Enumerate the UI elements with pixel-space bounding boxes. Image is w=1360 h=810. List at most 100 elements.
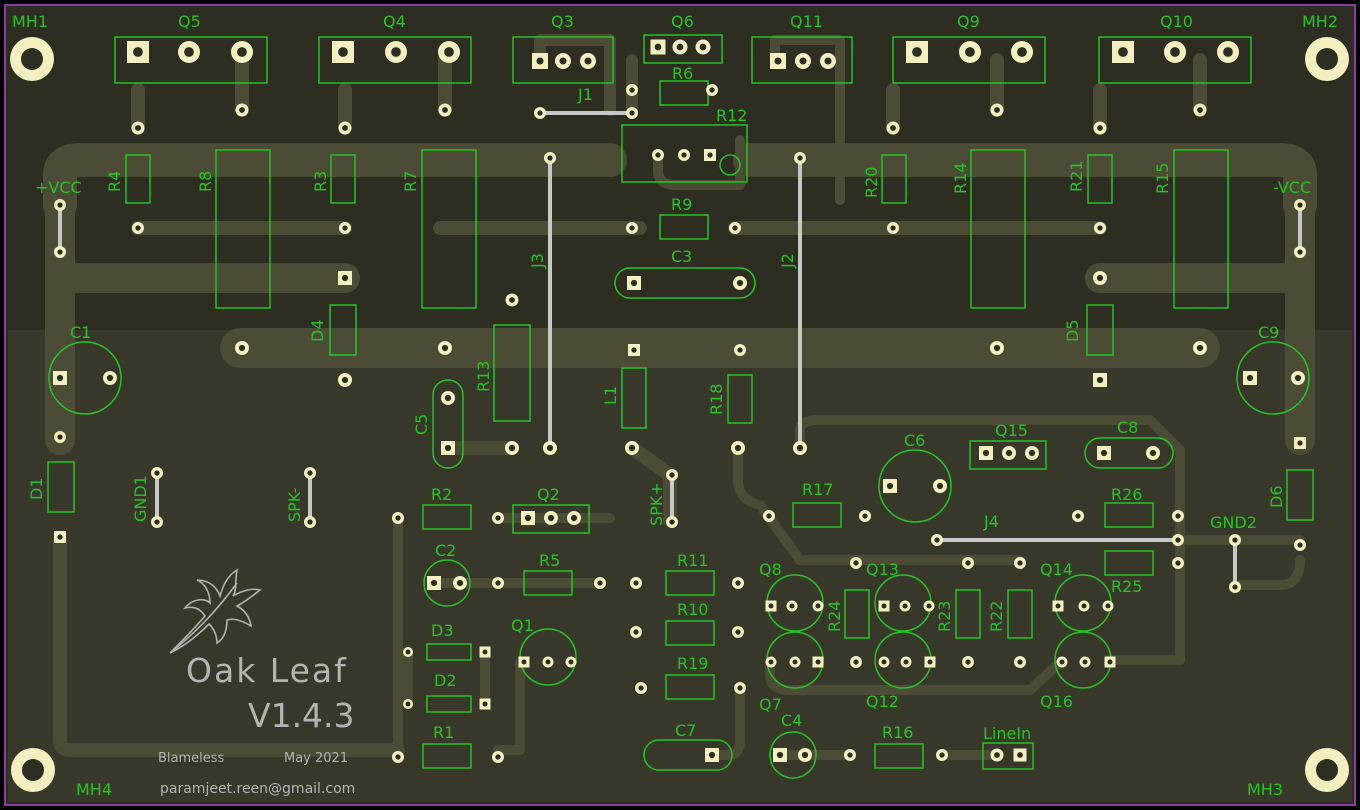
design-date: May 2021 xyxy=(284,751,348,766)
square-pad xyxy=(773,748,787,762)
round-pad xyxy=(453,576,467,590)
round-pad xyxy=(812,600,824,612)
round-pad xyxy=(1172,510,1184,522)
round-pad xyxy=(1002,446,1016,460)
round-pad xyxy=(1146,446,1160,460)
d4-outline xyxy=(329,304,357,356)
round-pad xyxy=(706,84,718,96)
round-pad xyxy=(886,121,900,135)
q5-outline xyxy=(114,36,268,84)
round-pad xyxy=(1217,41,1239,63)
round-pad xyxy=(1193,341,1207,355)
c1-outline xyxy=(48,341,122,415)
r25-outline xyxy=(1104,550,1154,576)
round-pad xyxy=(594,577,606,589)
round-pad xyxy=(235,341,249,355)
square-pad xyxy=(532,53,548,69)
round-pad xyxy=(923,600,935,612)
r15-outline xyxy=(1173,149,1229,309)
silk-label-r11: R11 xyxy=(677,551,708,570)
round-pad xyxy=(844,749,856,761)
round-pad xyxy=(732,626,744,638)
round-pad xyxy=(798,748,812,762)
silk-label-q2: Q2 xyxy=(537,485,560,504)
c7-outline xyxy=(643,739,733,771)
round-pad xyxy=(990,748,1004,762)
square-pad xyxy=(1294,437,1306,449)
round-pad xyxy=(544,511,558,525)
copper-traces xyxy=(43,34,1317,762)
round-pad xyxy=(626,84,638,96)
silk-label-j1: J1 xyxy=(577,85,593,104)
round-pad xyxy=(695,39,711,55)
q6-outline xyxy=(643,34,723,64)
round-pad xyxy=(1025,446,1039,460)
silk-label-r7: R7 xyxy=(401,171,420,192)
round-pad xyxy=(54,246,66,258)
round-pad xyxy=(1014,557,1026,569)
round-pad xyxy=(54,431,66,443)
silk-label-q4: Q4 xyxy=(383,12,406,31)
mounting-hole-icon xyxy=(10,37,54,81)
silk-label-c5: C5 xyxy=(412,414,431,435)
silk-label-r10: R10 xyxy=(677,600,708,619)
r2-outline xyxy=(422,504,472,530)
square-pad xyxy=(924,656,936,668)
round-pad xyxy=(492,751,504,763)
r22-outline xyxy=(1007,589,1033,639)
author-email: paramjeet.reen@gmail.com xyxy=(160,781,355,797)
silk-label-mh1: MH1 xyxy=(12,12,48,31)
linein-outline xyxy=(982,742,1034,770)
r11-outline xyxy=(665,570,715,596)
round-pad xyxy=(732,577,744,589)
silk-label-c6: C6 xyxy=(904,431,925,450)
mounting-holes xyxy=(10,37,1349,792)
round-pad xyxy=(555,53,571,69)
round-pad xyxy=(438,41,460,63)
silk-label-q9: Q9 xyxy=(957,12,980,31)
silk-label-r24: R24 xyxy=(825,601,844,632)
r12-trimmer xyxy=(719,154,741,176)
board-version: V1.4.3 xyxy=(248,696,355,735)
silk-label-r2: R2 xyxy=(431,485,452,504)
q9-outline xyxy=(892,36,1046,84)
square-pad xyxy=(427,576,441,590)
design-name: Blameless xyxy=(158,751,225,766)
round-pad xyxy=(625,441,639,455)
jumper-wires xyxy=(58,111,1302,589)
square-pad xyxy=(812,656,824,668)
round-pad xyxy=(630,626,642,638)
round-pad xyxy=(542,656,554,668)
silk-label-d1: D1 xyxy=(27,478,46,501)
silk-label-r4: R4 xyxy=(105,171,124,192)
round-pad xyxy=(1172,557,1184,569)
board-name: Oak Leaf xyxy=(186,651,348,690)
round-pad xyxy=(933,479,947,493)
square-pad xyxy=(521,511,535,525)
round-pad xyxy=(795,53,811,69)
silk-label-r3: R3 xyxy=(311,171,330,192)
round-pad xyxy=(103,371,117,385)
round-pad xyxy=(850,656,862,668)
silk-label-r5: R5 xyxy=(539,551,560,570)
silk-label-r15: R15 xyxy=(1153,163,1172,194)
r8-outline xyxy=(215,149,271,309)
round-pad xyxy=(786,600,798,612)
silk-label-spk_n: SPK- xyxy=(285,488,304,522)
r3-outline xyxy=(330,154,356,204)
round-pad xyxy=(441,391,455,405)
round-pad xyxy=(403,647,413,657)
silk-label-q5: Q5 xyxy=(178,12,201,31)
round-pad xyxy=(887,222,899,234)
silk-label-mh2: MH2 xyxy=(1302,12,1338,31)
round-pad xyxy=(1229,534,1241,546)
silk-label-r1: R1 xyxy=(433,723,454,742)
silk-label-c2: C2 xyxy=(435,541,456,560)
round-pad xyxy=(304,516,316,528)
round-pad xyxy=(734,344,746,356)
round-pad xyxy=(962,656,974,668)
round-pad xyxy=(678,149,690,161)
silk-label-d4: D4 xyxy=(308,320,327,343)
